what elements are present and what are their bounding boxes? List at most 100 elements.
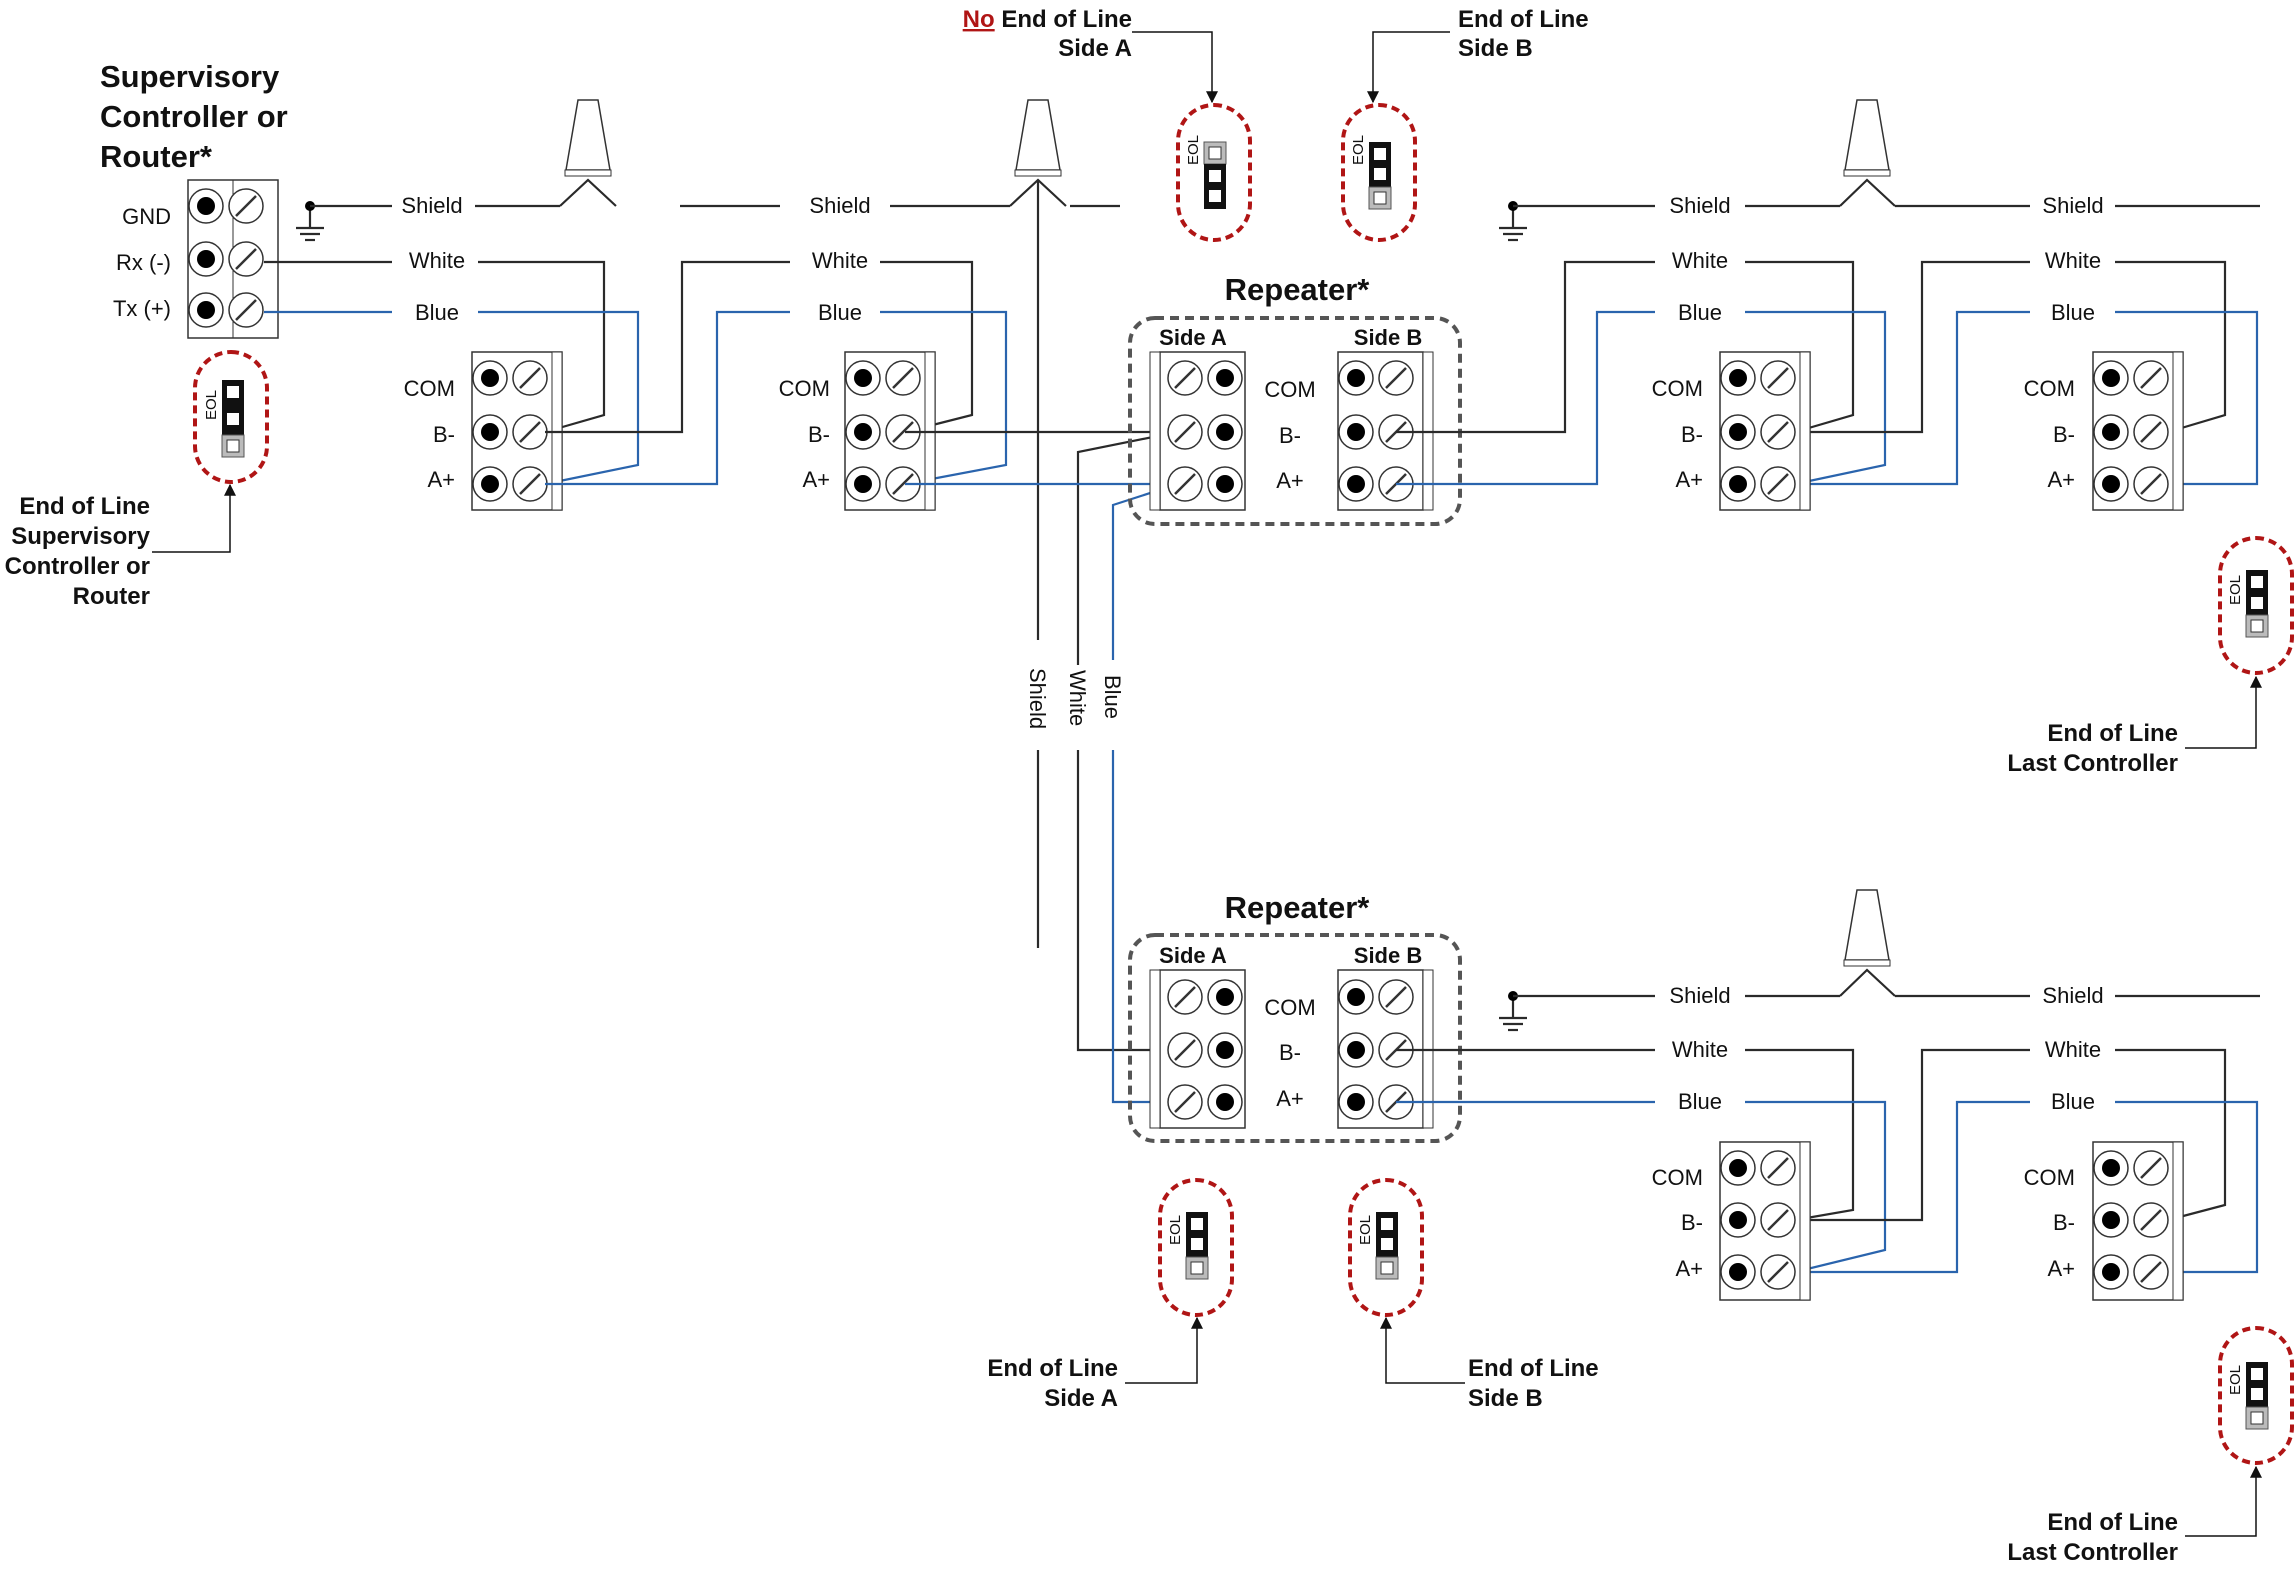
wire-label-blue: Blue (1678, 300, 1722, 325)
controller-terminal-block-3 (1719, 351, 1811, 511)
svg-text:EOL: EOL (2227, 1365, 2244, 1395)
svg-text:EOL: EOL (2227, 575, 2244, 605)
eol-tag: EOL (203, 390, 220, 420)
wire-nut-1 (559, 99, 617, 207)
wire-label-blue: Blue (2051, 1089, 2095, 1114)
callout-eol-last-controller-bottom: End of Line Last Controller (2007, 1509, 2178, 1566)
wire-label-white: White (1672, 1037, 1728, 1062)
eol-jumper-repeater-bottom-side-a: EOL (1158, 1178, 1234, 1317)
wire-label-shield: Shield (1669, 983, 1730, 1008)
title-line-3: Router* (100, 139, 213, 174)
svg-text:End of Line: End of Line (2047, 1509, 2178, 1536)
terminal-label-b: B- (433, 422, 455, 447)
wire-label-blue: Blue (415, 300, 459, 325)
svg-text:Last Controller: Last Controller (2007, 1539, 2178, 1566)
terminal-label-a: A+ (2047, 1256, 2075, 1281)
svg-text:Side B: Side B (1468, 1385, 1543, 1412)
eol-jumper-last-controller-top: EOL (2218, 536, 2294, 675)
title-line-1: Supervisory (100, 59, 280, 94)
wire-nut-3 (1839, 99, 1896, 207)
wire-label-blue: Blue (1678, 1089, 1722, 1114)
terminal-label-a: A+ (1675, 467, 1703, 492)
terminal-label-b: B- (2053, 1210, 2075, 1235)
svg-text:EOL: EOL (1357, 1215, 1374, 1245)
terminal-label-gnd: GND (122, 204, 171, 229)
terminal-label-b: B- (808, 422, 830, 447)
controller-terminal-block-6 (2092, 1141, 2184, 1301)
eol-jumper-repeater-top-side-a: EOL (1176, 103, 1252, 242)
wire-label-shield: Shield (2042, 983, 2103, 1008)
repeater-label-b: B- (1279, 1040, 1301, 1065)
svg-text:End of Line: End of Line (1458, 6, 1589, 33)
svg-text:End of Line: End of Line (19, 493, 150, 520)
svg-text:Router: Router (73, 583, 150, 610)
callout-eol-supervisory: End of Line Supervisory Controller or Ro… (5, 493, 151, 610)
svg-text:End of Line: End of Line (2047, 720, 2178, 747)
terminal-label-tx: Tx (+) (113, 296, 171, 321)
terminal-label-a: A+ (802, 467, 830, 492)
title-line-2: Controller or (100, 99, 288, 134)
eol-jumper-repeater-top-side-b: EOL (1341, 103, 1417, 242)
svg-text:EOL: EOL (1350, 135, 1367, 165)
svg-text:End of Line: End of Line (987, 1355, 1118, 1382)
terminal-label-com: COM (404, 376, 455, 401)
terminal-label-b: B- (1681, 422, 1703, 447)
wire-label-shield: Shield (2042, 193, 2103, 218)
terminal-label-com: COM (1652, 1165, 1703, 1190)
wire-label-shield-vertical: Shield (1025, 668, 1050, 729)
terminal-label-b: B- (1681, 1210, 1703, 1235)
terminal-label-a: A+ (2047, 467, 2075, 492)
controller-terminal-block-5 (1719, 1141, 1811, 1301)
svg-text:Controller or: Controller or (5, 553, 150, 580)
terminal-label-rx: Rx (-) (116, 250, 171, 275)
callout-eol-top-side-a-line2: Side A (1058, 35, 1132, 62)
eol-jumper-last-controller-bottom: EOL (2218, 1326, 2294, 1465)
repeater-side-b: Side B (1354, 943, 1422, 968)
eol-jumper-supervisory: EOL (193, 350, 269, 484)
callout-eol-top-side-a: No End of Line (963, 6, 1132, 33)
wire-label-white-vertical: White (1065, 670, 1090, 726)
svg-text:Supervisory: Supervisory (11, 523, 150, 550)
callout-eol-last-controller-top: End of Line Last Controller (2007, 720, 2178, 777)
terminal-label-a: A+ (427, 467, 455, 492)
terminal-label-a: A+ (1675, 1256, 1703, 1281)
repeater-label-com: COM (1264, 995, 1315, 1020)
svg-text:Side B: Side B (1458, 35, 1533, 62)
wire-label-white: White (2045, 1037, 2101, 1062)
terminal-label-com: COM (2024, 376, 2075, 401)
wire-label-shield: Shield (1669, 193, 1730, 218)
terminal-label-b: B- (2053, 422, 2075, 447)
callout-eol-bottom-side-b: End of Line Side B (1468, 1355, 1599, 1412)
repeater-title: Repeater* (1225, 890, 1371, 925)
terminal-label-com: COM (2024, 1165, 2075, 1190)
wire-nut-4 (1839, 889, 1896, 997)
wire-label-white: White (812, 248, 868, 273)
wire-label-white: White (2045, 248, 2101, 273)
terminal-label-com: COM (779, 376, 830, 401)
svg-text:EOL: EOL (1185, 135, 1202, 165)
wire-label-white: White (1672, 248, 1728, 273)
repeater-title: Repeater* (1225, 272, 1371, 307)
repeater-label-b: B- (1279, 423, 1301, 448)
callout-eol-top-side-b: End of Line Side B (1458, 6, 1589, 62)
repeater-side-a: Side A (1159, 943, 1227, 968)
svg-text:Side A: Side A (1044, 1385, 1118, 1412)
svg-text:End of Line: End of Line (1468, 1355, 1599, 1382)
wire-label-white: White (409, 248, 465, 273)
controller-terminal-block-4 (2092, 351, 2184, 511)
repeater-side-a: Side A (1159, 325, 1227, 350)
wire-label-shield: Shield (809, 193, 870, 218)
svg-text:EOL: EOL (1167, 1215, 1184, 1245)
wire-label-shield: Shield (401, 193, 462, 218)
eol-jumper-repeater-bottom-side-b: EOL (1348, 1178, 1424, 1317)
wire-label-blue: Blue (2051, 300, 2095, 325)
repeater-label-a: A+ (1276, 468, 1304, 493)
repeater-label-a: A+ (1276, 1086, 1304, 1111)
wire-label-blue: Blue (818, 300, 862, 325)
terminal-label-com: COM (1652, 376, 1703, 401)
supervisory-terminal-block (187, 179, 279, 339)
callout-eol-bottom-side-a: End of Line Side A (987, 1355, 1118, 1412)
wire-label-blue-vertical: Blue (1100, 675, 1125, 719)
svg-text:Last Controller: Last Controller (2007, 750, 2178, 777)
